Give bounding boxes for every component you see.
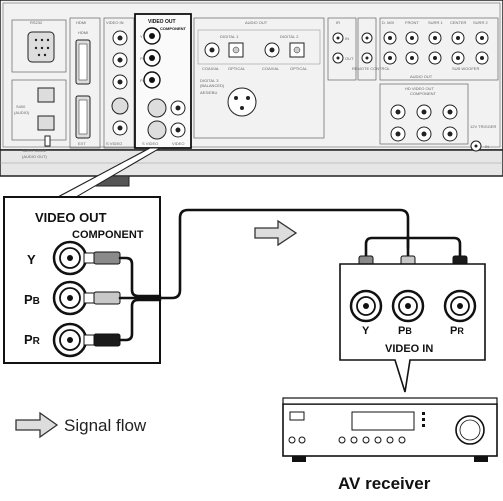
dmix-label: D. MIX xyxy=(382,20,395,25)
s400-audio-label: (AUDIO) xyxy=(14,110,30,115)
surr-audio-label: (AUDIO OUT) xyxy=(22,154,48,159)
center-label: CENTER xyxy=(450,20,467,25)
surr1-label: SURR 1 xyxy=(428,20,443,25)
callout-plug-pr xyxy=(83,333,121,347)
ir-in-label: IN xyxy=(345,36,349,41)
ir-out-label: OUT xyxy=(345,56,354,61)
digital3-label: DIGITAL 3 xyxy=(200,78,219,83)
hd-video-out: HD VIDEO OUT COMPONENT 12V TRIGGER IN xyxy=(379,83,496,152)
surr-mode-label: SURR MODE xyxy=(22,148,47,153)
receiver-video-in-callout: Y PB PR VIDEO IN xyxy=(339,263,486,393)
legend-arrow-icon xyxy=(15,411,59,439)
vo-pb-label: PB xyxy=(140,56,146,61)
digital1-label: DIGITAL 1 xyxy=(220,34,239,39)
vo-video-label: VIDEO xyxy=(172,141,184,146)
vo-y-label: Y xyxy=(140,34,143,39)
vo-pr-label: PR xyxy=(140,78,146,83)
callout-jack-pb xyxy=(52,280,88,316)
av-receiver xyxy=(282,397,498,462)
callout-plug-y xyxy=(83,251,121,265)
s400-port: S400 (AUDIO) SURR MODE (AUDIO OUT) xyxy=(11,79,67,159)
analog-audio-out: D. MIX FRONT SURR 1 CENTER SURR 2 SUB WO… xyxy=(379,17,499,81)
receiver-jack-pr xyxy=(443,289,477,323)
video-out-callout: VIDEO OUT COMPONENT Y PB PR xyxy=(3,196,161,364)
balanced-label: (BALANCED) xyxy=(200,83,225,88)
receiver-jack-pb xyxy=(391,289,425,323)
s400-label: S400 xyxy=(16,104,26,109)
component-cable xyxy=(118,208,462,342)
ext-label: EXT xyxy=(78,141,86,146)
receiver-y-label: Y xyxy=(362,325,370,337)
ir-label: IR xyxy=(336,20,340,25)
callout-title: VIDEO OUT xyxy=(35,210,107,225)
audio-out-digital-label: AUDIO OUT xyxy=(245,20,268,25)
callout-subtitle: COMPONENT xyxy=(72,229,144,241)
trigger-label: 12V TRIGGER xyxy=(470,124,496,129)
digital2-label: DIGITAL 2 xyxy=(280,34,299,39)
optical1-label: OPTICAL xyxy=(228,66,246,71)
callout-jack-pr xyxy=(52,322,88,358)
ir-remote-ports: IR IN OUT REMOTE CONTROL xyxy=(327,17,391,81)
video-out-panel-label: VIDEO OUT xyxy=(148,19,176,25)
hdmi-label: HDMI xyxy=(76,20,86,25)
hd-component-label: COMPONENT xyxy=(410,91,437,96)
callout-pb-label: PB xyxy=(24,292,40,307)
remote-label: REMOTE CONTROL xyxy=(352,66,391,71)
rear-panel: RS232 S400 (AUDIO) SURR MODE (AUDIO OUT)… xyxy=(0,0,503,187)
receiver-jack-y xyxy=(349,289,383,323)
callout-plug-pb xyxy=(83,291,121,305)
vo-s-video-label: S VIDEO xyxy=(142,141,158,146)
component-panel-label: COMPONENT xyxy=(160,26,187,31)
hd-video-out-label: HD VIDEO OUT xyxy=(405,86,434,91)
panel-callout-leader xyxy=(57,147,162,198)
rs232-label: RS232 xyxy=(30,20,43,25)
legend-signal-flow: Signal flow xyxy=(64,416,147,435)
signal-flow-arrow-icon xyxy=(254,219,298,247)
video-out-component-jacks: VIDEO OUT COMPONENT Y PB PR S VIDEO VIDE… xyxy=(134,13,192,149)
sub-woofer-label: SUB WOOFER xyxy=(452,66,479,71)
callout-y-label: Y xyxy=(27,252,36,267)
receiver-pb-label: PB xyxy=(398,325,412,337)
aes-ebu-label: AES/EBU xyxy=(200,90,217,95)
receiver-pr-label: PR xyxy=(450,325,464,337)
coaxial2-label: COAXIAL xyxy=(262,66,280,71)
callout-pr-label: PR xyxy=(24,332,41,347)
hdmi-ports: HDMI HDMI EXT xyxy=(69,17,101,149)
rs232-port: RS232 xyxy=(11,19,67,73)
audio-out-analog-label: AUDIO OUT xyxy=(410,74,433,79)
hdmi-sub-label: HDMI xyxy=(78,30,88,35)
surr2-label: SURR 2 xyxy=(473,20,488,25)
trigger-in-label: IN xyxy=(485,144,489,149)
optical2-label: OPTICAL xyxy=(290,66,308,71)
receiver-video-in-label: VIDEO IN xyxy=(385,343,433,355)
front-label: FRONT xyxy=(405,20,419,25)
digital-audio-out: AUDIO OUT DIGITAL 1 DIGITAL 2 COAXIAL OP… xyxy=(193,17,325,139)
s-video-label: S VIDEO xyxy=(106,141,122,146)
coaxial1-label: COAXIAL xyxy=(202,66,220,71)
video-in-jacks: VIDEO IN S VIDEO xyxy=(103,17,135,149)
av-receiver-label: AV receiver xyxy=(338,474,431,493)
callout-jack-y xyxy=(52,240,88,276)
video-in-panel-label: VIDEO IN xyxy=(106,20,124,25)
